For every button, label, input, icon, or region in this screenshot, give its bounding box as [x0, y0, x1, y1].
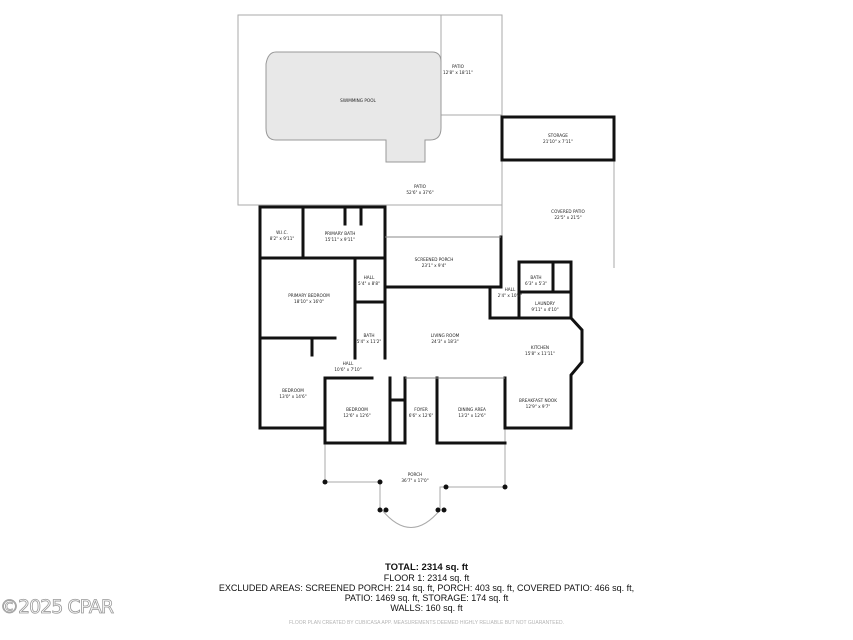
room-size: 22'5" x 21'5" [554, 215, 582, 220]
room-size: 52'6" x 37'6" [406, 190, 434, 195]
room-size: 12'8" x 18'11" [443, 70, 473, 75]
room-size: 10'6" x 7'10" [334, 367, 362, 372]
room-name: FOYER [414, 407, 428, 412]
room-name: BATH [363, 333, 375, 338]
room-name: COVERED PATIO [551, 209, 585, 214]
room-name: PATIO [414, 184, 426, 189]
walls [258, 115, 616, 445]
room-name: LIVING ROOM [430, 333, 460, 338]
room-name: STORAGE [548, 133, 568, 138]
room-name: PRIMARY BATH [324, 231, 356, 236]
excluded-areas-line2: PATIO: 1469 sq. ft, STORAGE: 174 sq. ft [344, 593, 509, 603]
room-size: 13'0" x 14'6" [279, 394, 307, 399]
room-size: 5'4" x 8'8" [358, 281, 380, 286]
room-size: 13'2" x 12'6" [458, 413, 486, 418]
room-name: DINING AREA [458, 407, 486, 412]
room-size: 9'11" x 4'10" [531, 307, 559, 312]
room-size: 24'3" x 18'3" [431, 339, 459, 344]
room-size: 12'9" x 9'7" [525, 404, 551, 409]
room-size: 23'1" x 9'4" [421, 263, 447, 268]
room-name: PRIMARY BEDROOM [288, 293, 330, 298]
room-size: 8'2" x 9'11" [269, 236, 295, 241]
room-label-wic: W.I.C.8'2" x 9'11" [270, 230, 295, 242]
room-name: KITCHEN [530, 345, 550, 350]
room-name: PATIO [452, 64, 464, 69]
room-size: 36'7" x 17'0" [401, 478, 429, 483]
storage-walls [500, 115, 616, 162]
total-area: TOTAL: 2314 sq. ft [384, 562, 469, 573]
walls-area: WALLS: 160 sq. ft [390, 603, 463, 613]
room-size: 15'11" x 9'11" [325, 237, 355, 242]
room-name: SCREENED PORCH [414, 257, 454, 262]
excluded-areas-line1: EXCLUDED AREAS: SCREENED PORCH: 214 sq. … [218, 583, 635, 593]
room-name: HALL [504, 287, 516, 292]
room-name: W.I.C. [276, 230, 288, 235]
thin-walls [385, 236, 505, 379]
room-size: 15'8" x 11'11" [525, 351, 555, 356]
room-name: PORCH [407, 472, 423, 477]
floor1-area: FLOOR 1: 2314 sq. ft [383, 573, 470, 583]
room-name: HALL [363, 275, 375, 280]
copyright-watermark: ©2025 CPAR [0, 596, 115, 619]
room-size: 18'10" x 16'0" [294, 299, 324, 304]
room-size: 6'6" x 12'6" [408, 413, 434, 418]
porch-posts [322, 479, 508, 513]
room-name: HALL [342, 361, 354, 366]
swimming-pool [265, 51, 442, 163]
room-size: 5'4" x 11'2" [356, 339, 382, 344]
room-name: BATH [530, 275, 542, 280]
room-size: 2'4" x 10'8" [497, 293, 523, 298]
room-name: BREAKFAST NOOK [519, 398, 557, 403]
room-name: BEDROOM [346, 407, 368, 412]
room-name: LAUNDRY [535, 301, 555, 306]
room-label-pool: SWIMMING POOL [340, 98, 376, 104]
room-name: SWIMMING POOL [340, 98, 376, 103]
room-size: 21'10" x 7'11" [543, 139, 573, 144]
room-name: BEDROOM [282, 388, 304, 393]
room-size: 6'3" x 5'3" [525, 281, 547, 286]
room-size: 12'6" x 12'6" [343, 413, 371, 418]
patio-outline [237, 14, 503, 206]
disclaimer: FLOOR PLAN CREATED BY CUBICASA APP. MEAS… [289, 620, 564, 626]
porch-outline [324, 428, 506, 528]
